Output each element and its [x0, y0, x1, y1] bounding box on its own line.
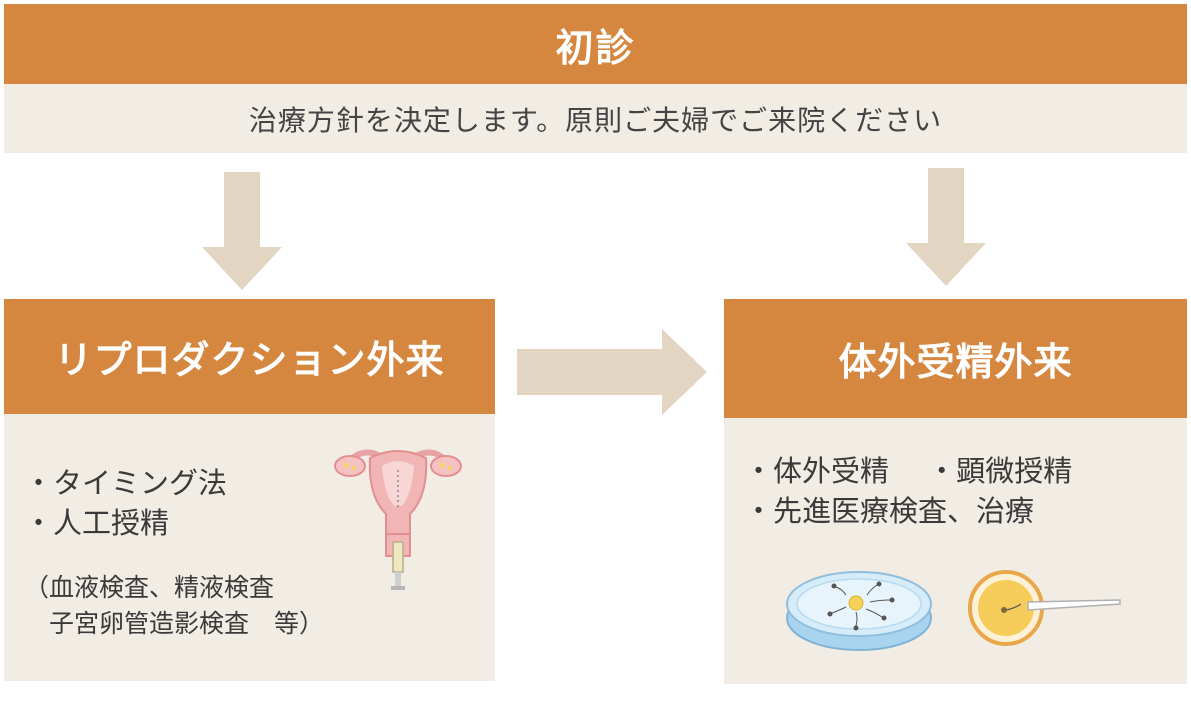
header-bar: 初診 [4, 4, 1187, 84]
left-item-timing: ・タイミング法 [24, 466, 228, 500]
arrow-down-right-icon [906, 168, 986, 286]
header-subtitle: 治療方針を決定します。原則ご夫婦でご来院ください [248, 103, 943, 137]
left-item-insemination: ・人工授精 [24, 506, 170, 540]
left-note-line1: （血液検査、精液検査 [24, 573, 275, 602]
left-note-line2: 子宮卵管造影検査 等） [24, 609, 325, 638]
microinjection-illustration [968, 570, 1121, 646]
right-item-ivf: ・体外受精 ・顕微授精 [744, 454, 1073, 488]
left-panel-title: リプロダクション外来 [54, 338, 445, 382]
uterus-illustration [334, 449, 462, 590]
petri-dish-illustration [786, 571, 932, 651]
left-panel-header: リプロダクション外来 [4, 299, 495, 414]
right-panel-header: 体外受精外来 [724, 299, 1187, 418]
arrow-down-left-icon [202, 172, 282, 290]
right-item-advanced: ・先進医療検査、治療 [744, 494, 1035, 528]
right-panel-title: 体外受精外来 [838, 340, 1073, 384]
subtitle-bar: 治療方針を決定します。原則ご夫婦でご来院ください [4, 84, 1187, 153]
right-panel-body [724, 418, 1187, 684]
header-title: 初診 [555, 25, 636, 70]
arrow-right-icon [517, 329, 707, 415]
